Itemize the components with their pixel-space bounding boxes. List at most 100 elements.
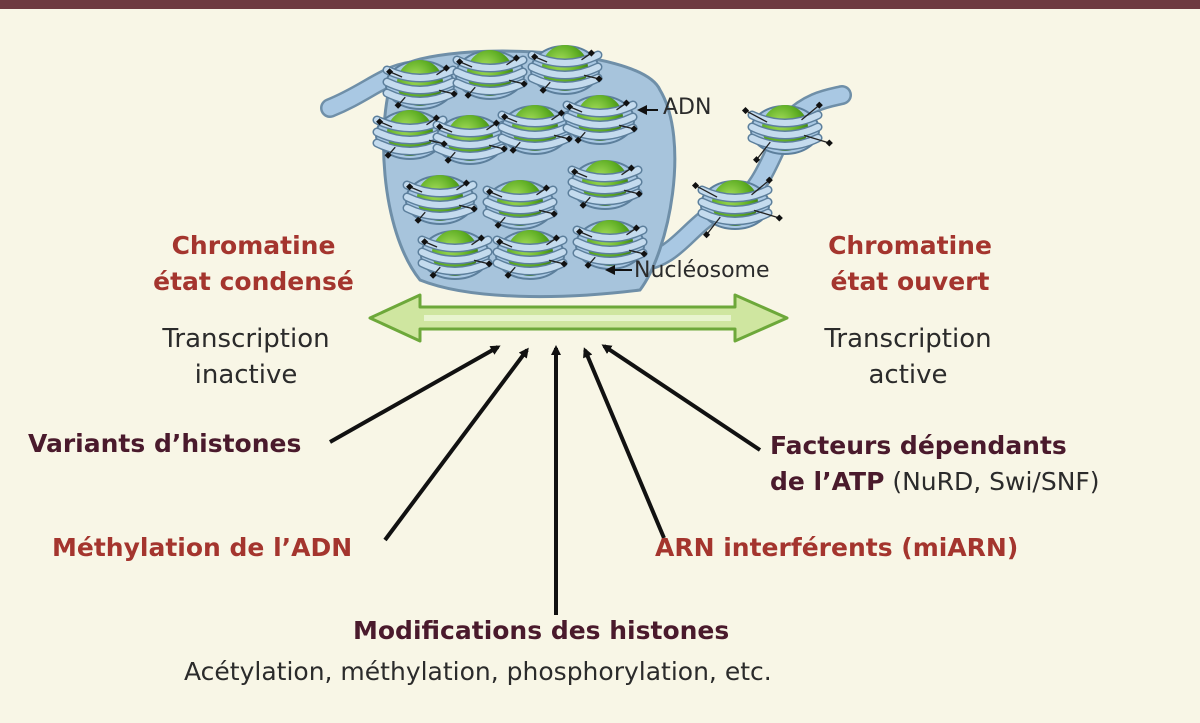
nucleosome xyxy=(432,115,508,165)
histone-tail xyxy=(496,238,513,248)
histone-tail xyxy=(501,113,518,123)
nucleosome xyxy=(492,230,568,280)
histone-tail xyxy=(574,131,586,144)
label-open: Chromatine état ouvert xyxy=(815,228,1005,300)
histone-tail xyxy=(583,74,603,83)
nucleosome xyxy=(562,95,638,145)
label-active: Transcription active xyxy=(798,321,1018,393)
histone-tail xyxy=(508,79,528,88)
label-inactive: Transcription inactive xyxy=(136,321,356,393)
label-condensed-line2: état condensé xyxy=(153,267,354,296)
nucleosome xyxy=(452,50,528,100)
label-condensed-line1: Chromatine xyxy=(171,231,336,260)
histone-tail xyxy=(456,58,473,68)
histone-tail xyxy=(539,81,551,94)
label-atp-examples: (NuRD, Swi/SNF) xyxy=(884,467,1100,496)
histone-tail xyxy=(753,209,783,222)
histone-tail xyxy=(426,114,440,126)
histone-tail xyxy=(504,266,516,279)
histone-tail xyxy=(584,256,596,269)
histone-tail xyxy=(421,238,438,248)
histone-tail xyxy=(618,124,638,133)
nucleosome xyxy=(747,105,823,155)
histone-tail xyxy=(626,224,640,236)
label-inactive-line2: inactive xyxy=(194,360,298,390)
label-open-line2: état ouvert xyxy=(830,267,990,296)
histone-tail xyxy=(566,103,583,113)
arrow-variants xyxy=(329,345,501,444)
histone-tail xyxy=(751,176,773,196)
histone-tail xyxy=(471,234,485,246)
histone-tail xyxy=(623,189,643,198)
label-open-line1: Chromatine xyxy=(828,231,992,260)
label-atp: Facteurs dépendants de l’ATP (NuRD, Swi/… xyxy=(770,428,1100,500)
label-variants: Variants d’histones xyxy=(28,429,302,458)
histone-tail xyxy=(753,141,771,164)
label-arn: ARN interférents (miARN) xyxy=(655,533,1019,562)
histone-tail xyxy=(546,234,560,246)
histone-tail xyxy=(553,134,573,143)
histone-tail xyxy=(616,99,630,111)
label-atp-line2: de l’ATP xyxy=(770,467,885,496)
histone-tail xyxy=(444,151,456,164)
histone-tail xyxy=(486,188,503,198)
histone-tail xyxy=(691,181,718,198)
histone-tail xyxy=(571,168,588,178)
equilibrium-arrow xyxy=(368,293,789,343)
histone-tail xyxy=(436,123,453,133)
histone-tail xyxy=(486,119,500,131)
histone-tail xyxy=(531,53,548,63)
histone-tail xyxy=(438,89,458,98)
histone-tail xyxy=(703,216,721,239)
histone-tail xyxy=(551,109,565,121)
nucleosome xyxy=(572,220,648,270)
nucleosome xyxy=(482,180,558,230)
histone-tail xyxy=(741,106,768,123)
label-condensed: Chromatine état condensé xyxy=(146,228,361,300)
nucleosome xyxy=(382,60,458,110)
histone-tail xyxy=(406,183,423,193)
label-inactive-line1: Transcription xyxy=(162,324,330,354)
histone-tail xyxy=(494,216,506,229)
histone-tail-marks xyxy=(376,49,833,279)
histone-tail xyxy=(628,249,648,258)
histone-tail xyxy=(429,266,441,279)
histone-tail xyxy=(394,96,406,109)
histone-tail xyxy=(548,259,568,268)
histone-tail xyxy=(464,86,476,99)
label-nucleosome: Nucléosome xyxy=(634,258,770,283)
histone-tail xyxy=(536,184,550,196)
histone-tail xyxy=(538,209,558,218)
label-modifications: Modifications des histones xyxy=(353,616,730,645)
histone-tail xyxy=(436,64,450,76)
histone-tail xyxy=(384,146,396,159)
top-border xyxy=(0,0,1200,9)
histone-tail xyxy=(376,118,393,128)
label-active-line2: active xyxy=(868,360,948,390)
histone-tail xyxy=(509,141,521,154)
nucleosome-group xyxy=(372,45,823,280)
histone-tail xyxy=(803,134,833,147)
histone-tail xyxy=(428,139,448,148)
histone-tail xyxy=(506,54,520,66)
label-atp-line1: Facteurs dépendants xyxy=(770,431,1067,460)
histone-tail xyxy=(458,204,478,213)
histone-tail xyxy=(801,101,823,121)
histone-tail xyxy=(386,68,403,78)
label-active-line1: Transcription xyxy=(824,324,992,354)
arrow-atp xyxy=(601,344,762,452)
label-modifications-detail: Acétylation, méthylation, phosphorylatio… xyxy=(184,657,772,686)
histone-tail xyxy=(579,196,591,209)
label-methylation: Méthylation de l’ADN xyxy=(52,533,353,562)
histone-tail xyxy=(456,179,470,191)
arrow-arn xyxy=(583,347,666,539)
histone-tail xyxy=(488,144,508,153)
histone-tail xyxy=(581,49,595,61)
nucleosome xyxy=(527,45,603,95)
histone-tail xyxy=(473,259,493,268)
histone-tail xyxy=(414,211,426,224)
arrow-methylation xyxy=(383,347,529,542)
histone-tail xyxy=(621,164,635,176)
histone-tail xyxy=(576,228,593,238)
